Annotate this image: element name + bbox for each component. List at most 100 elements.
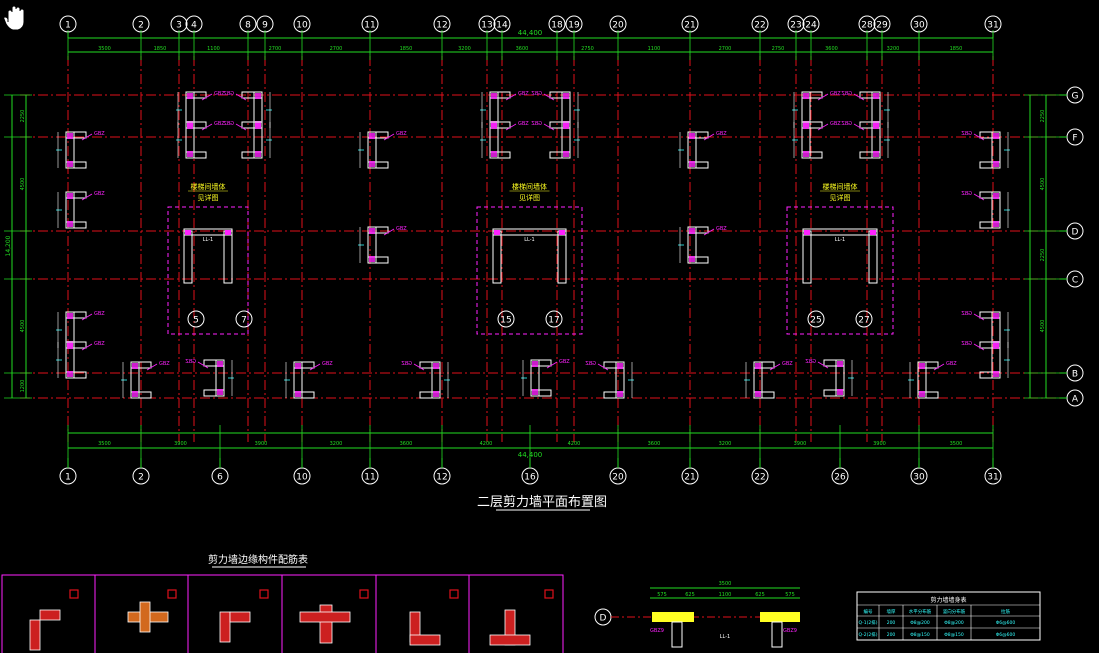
edge-tag: GBZ [559, 359, 570, 365]
axis-bubble-top-label: 30 [913, 21, 925, 31]
axis-bubble-bottom-label: 11 [364, 473, 375, 483]
edge-tag: GBZ [518, 121, 529, 127]
dim-bottom-value: 3600 [400, 441, 413, 447]
edge-member [217, 361, 223, 367]
rebar-table-header: 编号 [864, 608, 873, 615]
wall-segment [753, 391, 775, 399]
dim-right-value: 2250 [1040, 249, 1046, 262]
tag-leader [201, 123, 213, 131]
tag-leader [546, 361, 558, 369]
edge-tag: GBZ [531, 91, 542, 97]
edge-member [689, 133, 695, 139]
edge-member [803, 93, 809, 99]
stair-wall [802, 230, 812, 284]
edge-member-section [489, 634, 531, 646]
edge-tag: GBZ [782, 361, 793, 367]
edge-member [67, 133, 73, 139]
stair-label: 见详图 [830, 193, 851, 202]
tag-leader [973, 133, 985, 141]
wall-cluster-edge: GBZ [961, 131, 1010, 169]
edge-tag: GBZ [830, 91, 841, 97]
tag-leader [413, 363, 425, 371]
wall-segment [801, 121, 823, 129]
wall-cluster-edge: GBZ [961, 191, 1010, 229]
edge-member [255, 93, 261, 99]
dim-top-value: 3600 [825, 46, 838, 52]
edge-member [755, 363, 761, 369]
edge-tag: GBZ [961, 191, 972, 197]
detail-wall [671, 621, 683, 648]
edge-member [295, 391, 301, 397]
edge-tag: GBZ [961, 341, 972, 347]
stair-label: 见详图 [519, 193, 540, 202]
wall-cluster-upper: GBZ [480, 121, 529, 159]
hand-cursor-icon[interactable] [3, 5, 25, 31]
tag-leader [817, 123, 829, 131]
wall-segment [603, 361, 625, 369]
wall-segment [419, 391, 441, 399]
stair-wall [183, 230, 193, 284]
detail-wall [771, 621, 783, 648]
wall-segment [549, 151, 571, 159]
stair-axis-bubble [807, 310, 825, 328]
edge-tag: GBZ [214, 91, 225, 97]
stair-wall [868, 230, 878, 284]
tag-leader [146, 363, 158, 371]
axis-bubble-top-label: 10 [296, 21, 308, 31]
dim-top-value: 1850 [400, 46, 413, 52]
wall-segment [979, 131, 1001, 139]
wall-cluster-edge: GBZ [56, 191, 105, 229]
edge-member [185, 230, 191, 235]
dim-bottom-value: 3900 [873, 441, 886, 447]
detail-tag: GBZ9 [650, 628, 664, 634]
detail-dim: 625 [685, 592, 695, 598]
axis-bubble-top-label: 29 [876, 21, 888, 31]
edge-member [563, 151, 569, 157]
dim-top-value: 3500 [98, 46, 111, 52]
stair-axis-bubble [235, 310, 253, 328]
tag-leader [853, 93, 865, 101]
tag-leader [817, 361, 829, 369]
edge-member [837, 389, 843, 395]
rebar-table-cell: Φ8@150 [910, 632, 930, 638]
rebar-table-header: 水平分布筋 [909, 608, 932, 615]
rebar-table-cell: Q-2(2排) [858, 631, 877, 638]
wall-segment [979, 311, 1001, 319]
edge-member [433, 363, 439, 369]
edge-member [255, 151, 261, 157]
tag-leader [383, 228, 395, 236]
axis-bubble-right-label: A [1072, 395, 1079, 405]
axis-bubble-bottom-label: 30 [913, 473, 925, 483]
rebar-table-title: 剪力墙墙身表 [930, 596, 966, 604]
stair-wall [183, 228, 233, 236]
wall-cluster-upper: GBZ [531, 121, 580, 159]
wall-cluster-upper: GBZ [792, 121, 841, 159]
wall-segment [687, 226, 709, 234]
detail-dim: 3500 [719, 581, 732, 587]
dim-right-value: 2250 [1040, 110, 1046, 123]
wall-segment [917, 391, 939, 399]
wall-cluster-edge: GBZ [56, 131, 105, 169]
edge-member [993, 371, 999, 377]
dim-top-value: 3600 [516, 46, 529, 52]
wall-segment [859, 151, 881, 159]
wall-segment [65, 221, 87, 229]
axis-bubble-bottom-label: 1 [65, 473, 71, 483]
stair-wall [492, 228, 567, 236]
detail-dim: 625 [755, 592, 765, 598]
stair-detail-box [786, 206, 894, 335]
wall-segment [241, 91, 263, 99]
wall-segment [65, 161, 87, 169]
wall-segment [823, 359, 845, 367]
rebar-table-cell: Φ8@150 [944, 632, 964, 638]
wall-segment [367, 256, 389, 264]
edge-tag: GBZ [396, 131, 407, 137]
tag-leader [81, 343, 93, 351]
wall-segment [367, 131, 389, 139]
wall-cluster-lower: GBZ [284, 361, 333, 399]
axis-bubble-top-label: 18 [551, 21, 563, 31]
edge-member [993, 313, 999, 319]
tag-leader [543, 93, 555, 101]
stair-wall [492, 230, 502, 284]
